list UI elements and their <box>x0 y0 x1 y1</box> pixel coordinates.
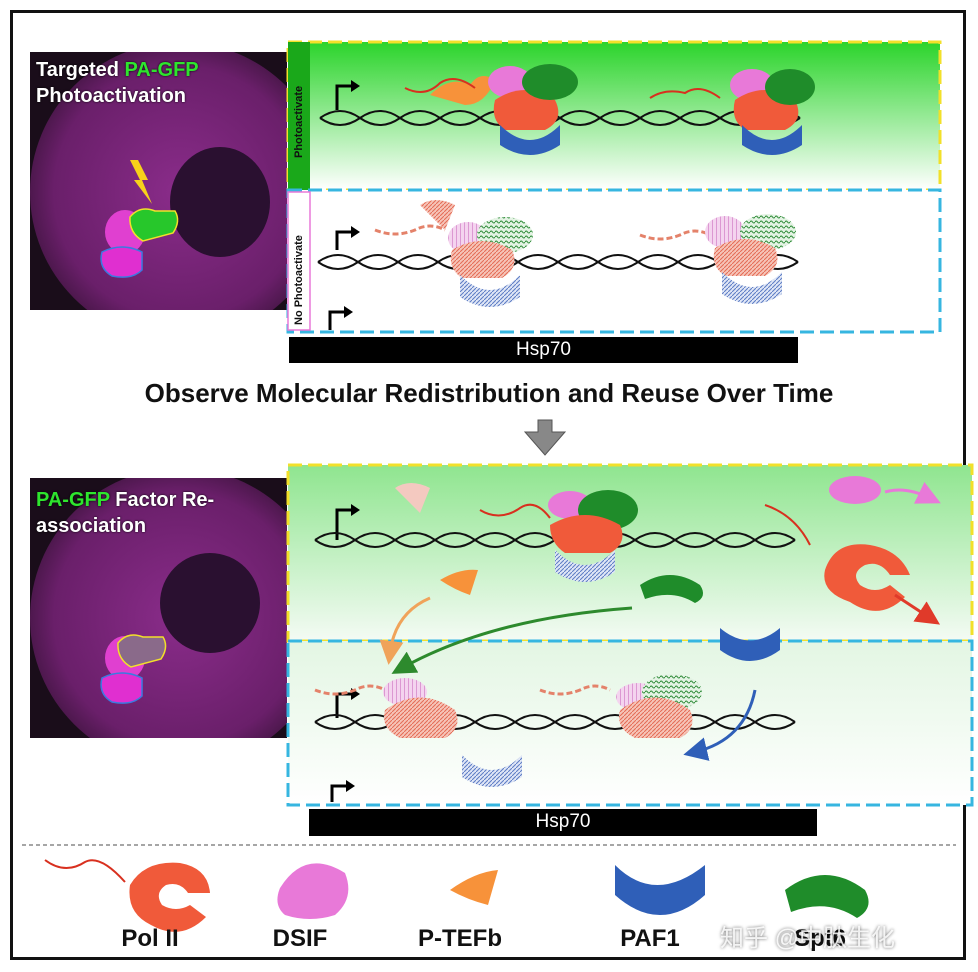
promoter-arrow <box>328 310 348 330</box>
free-factor-dsif <box>829 476 941 504</box>
elongation-complex-inactive <box>639 214 796 304</box>
legend-ptefb-label: P-TEFb <box>418 925 502 952</box>
legend-dsif-label: DSIF <box>272 925 328 952</box>
cell-drawing-bottom <box>30 478 287 738</box>
headline: Observe Molecular Redistribution and Reu… <box>144 378 834 408</box>
legend-pol2-label: Pol II <box>121 925 179 952</box>
legend-spt6-label: Spt6 <box>793 925 846 952</box>
promoter-arrow <box>335 230 355 250</box>
free-factor-ptefb <box>379 569 478 665</box>
free-factor-pol2 <box>764 504 941 625</box>
photoactivate-label: Photoactivate <box>293 85 305 158</box>
elongation-complex-inactive <box>374 200 533 307</box>
elongation-complex <box>649 69 815 155</box>
elongation-complex-inactive <box>539 674 702 738</box>
free-factor-spt6 <box>391 575 704 674</box>
non-photoactivated-region <box>286 188 942 334</box>
ptefb-icon <box>450 870 498 905</box>
dna-helix-top <box>319 110 801 126</box>
elongation-complex-inactive <box>314 678 522 787</box>
paf1-icon <box>615 865 705 915</box>
microscopy-image-bottom: PA-GFP Factor Re- association <box>30 478 287 738</box>
dsif-icon <box>277 863 349 919</box>
down-arrow-icon <box>523 419 567 456</box>
elongation-complex <box>395 483 638 582</box>
top-image-title: Targeted PA-GFP <box>36 59 199 81</box>
bottom-image-title: PA-GFP Factor Re- <box>36 489 215 511</box>
cell-drawing-top <box>30 52 287 310</box>
no-photoactivate-tab <box>287 191 311 331</box>
pol2-icon <box>44 859 210 932</box>
microscopy-image-top: Targeted PA-GFP Photoactivation <box>30 52 287 310</box>
gene-bar-top: Hsp70 <box>289 337 798 363</box>
top-image-subtitle: Photoactivation <box>36 85 187 107</box>
elongation-complex <box>404 64 578 155</box>
photoactivated-region <box>286 40 942 192</box>
watermark: 知乎 @中肽生化 <box>720 925 896 952</box>
photoactivate-tab <box>288 42 310 190</box>
no-photoactivate-label: No Photoactivate <box>293 235 305 325</box>
bottom-image-subtitle: association <box>36 515 147 537</box>
gene-bar-bottom: Hsp70 <box>309 809 817 836</box>
promoter-arrow <box>335 508 355 540</box>
spt6-icon <box>785 875 869 918</box>
promoter-arrow <box>330 784 350 802</box>
legend-paf1-label: PAF1 <box>620 925 680 952</box>
promoter-arrow <box>335 84 355 110</box>
free-factor-paf1 <box>683 628 780 761</box>
